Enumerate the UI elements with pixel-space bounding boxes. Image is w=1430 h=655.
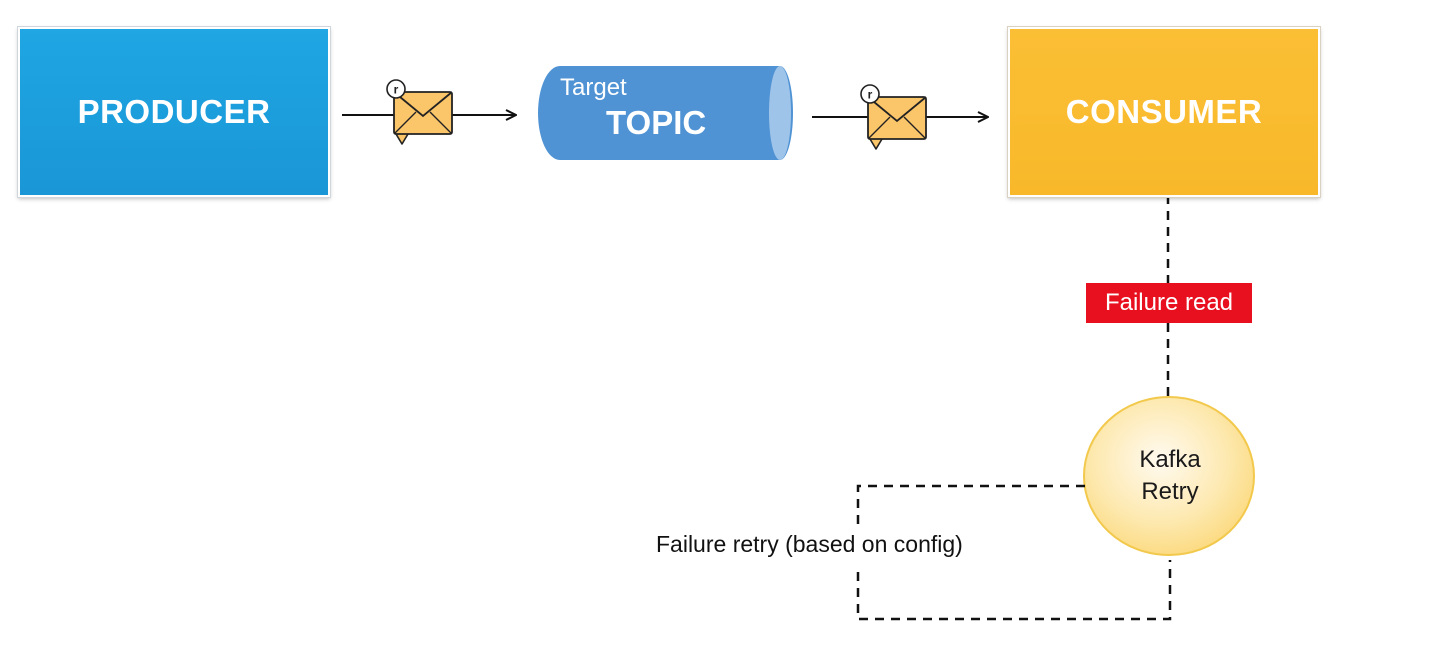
kafka-retry-line2: Retry: [1141, 478, 1199, 505]
kafka-retry-circle: [1083, 396, 1255, 556]
topic-label: TOPIC: [606, 104, 707, 141]
topic-cylinder: [538, 66, 793, 160]
kafka-retry-line1: Kafka: [1139, 446, 1201, 473]
message-envelope-icon: r: [860, 84, 927, 150]
envelope-badge-letter: r: [394, 83, 399, 97]
message-envelope-icon: r: [386, 79, 453, 145]
retry-loop-connector: [856, 484, 1172, 621]
failure-read-badge: Failure read: [1086, 283, 1252, 323]
failure-read-label: Failure read: [1104, 289, 1234, 316]
producer-label: PRODUCER: [77, 93, 271, 130]
consumer-box: CONSUMER: [1007, 26, 1321, 198]
failure-retry-note: Failure retry (based on config): [656, 531, 963, 557]
topic-target-label: Target: [560, 74, 627, 101]
kafka-retry-label: Kafka Retry: [1085, 444, 1255, 508]
envelope-badge-letter: r: [868, 88, 873, 102]
consumer-label: CONSUMER: [1065, 93, 1263, 130]
producer-box: PRODUCER: [17, 26, 331, 198]
